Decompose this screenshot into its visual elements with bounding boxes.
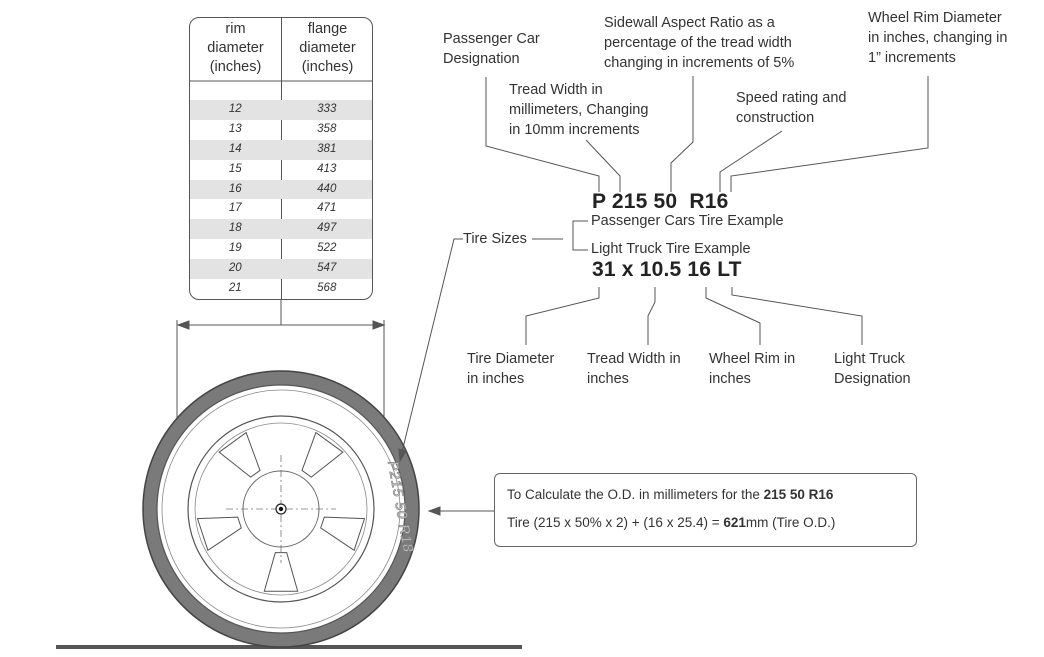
formula-line-1: To Calculate the O.D. in millimeters for…: [507, 487, 833, 502]
wheel-spokes: [196, 431, 366, 592]
table-row: 19 522: [190, 239, 372, 259]
rim-diameter-cell: 18: [228, 222, 242, 235]
formula-line-1-text: To Calculate the O.D. in millimeters for…: [507, 487, 764, 502]
passenger-leaders: [485, 76, 929, 192]
passenger-example-label: Passenger Cars Tire Example: [591, 213, 784, 229]
table-body: 12 333 13 358 14 381 15 413 16 440 17 471 18 497 19 522…: [190, 100, 372, 299]
table-row: 16 440: [190, 179, 372, 200]
label-wheel-rim-in: Wheel Rim in inches: [709, 351, 796, 387]
formula-result: 621: [723, 515, 746, 530]
table-row: 12 333: [190, 100, 372, 120]
formula-line-2: Tire (215 x 50% x 2) + (16 x 25.4) = 621…: [507, 515, 835, 530]
flange-diameter-cell: 381: [317, 142, 337, 155]
label-tread-width-mm: Tread Width in millimeters, Changing in …: [509, 82, 649, 138]
table-row: 15 413: [190, 160, 372, 180]
flange-diameter-cell: 522: [317, 242, 337, 255]
table-header: rim diameter (inches) flange diameter (i…: [190, 18, 372, 82]
rim-diameter-cell: 20: [228, 262, 242, 275]
truck-leaders: [525, 287, 863, 345]
tire-bead-line: [161, 389, 401, 629]
flange-diameter-cell: 333: [317, 103, 337, 115]
formula-pointer: [427, 506, 494, 516]
flange-diameter-cell: 471: [317, 202, 337, 215]
formula-line-2-suffix: mm (Tire O.D.): [745, 515, 836, 530]
wheel-spoke: [301, 431, 344, 478]
wheel-spoke: [218, 431, 261, 478]
rim-diameter-cell: 12: [228, 103, 242, 115]
truck-example-label: Light Truck Tire Example: [591, 241, 751, 257]
flange-diameter-cell: 547: [317, 262, 337, 275]
flange-diameter-cell: 413: [317, 162, 337, 175]
flange-diameter-cell: 568: [317, 282, 337, 295]
flange-diameter-cell: 440: [317, 182, 337, 195]
rim-diameter-cell: 16: [228, 182, 242, 195]
label-light-truck-designation: Light Truck Designation: [834, 351, 911, 387]
table-row: 13 358: [190, 120, 372, 140]
rim-diameter-cell: 19: [228, 242, 242, 255]
wheel-spoke: [196, 516, 242, 552]
table-row: 20 547: [190, 259, 372, 280]
rim-diameter-cell: 21: [228, 282, 242, 295]
table-row: 17 471: [190, 199, 372, 219]
label-tire-sizes: Tire Sizes: [463, 231, 527, 247]
flange-diameter-cell: 358: [317, 122, 337, 135]
tire-sizes-pointer: [398, 238, 463, 463]
rim-flange-table: rim diameter (inches) flange diameter (i…: [189, 17, 373, 300]
rim-diameter-cell: 15: [228, 162, 242, 175]
label-passenger-car-designation: Passenger Car Designation: [443, 31, 540, 67]
rim-diameter-cell: 17: [228, 202, 242, 215]
wheel-rim-inner: [194, 422, 368, 596]
label-wheel-rim-diameter: Wheel Rim Diameter in inches, changing i…: [868, 10, 1008, 66]
rim-diameter-cell: 14: [228, 142, 242, 155]
label-sidewall-aspect-ratio: Sidewall Aspect Ratio as a percentage of…: [604, 15, 795, 71]
header-rim-diameter: rim diameter (inches): [207, 21, 264, 75]
tire-sizes-bracket: [532, 220, 588, 251]
header-flange-diameter: flange diameter (inches): [299, 21, 356, 75]
rim-diameter-cell: 13: [228, 122, 242, 135]
label-tire-diameter: Tire Diameter in inches: [467, 351, 555, 387]
formula-line-2-text: Tire (215 x 50% x 2) + (16 x 25.4) =: [507, 515, 724, 530]
label-speed-rating: Speed rating and construction: [736, 90, 847, 126]
hub-center: [278, 506, 284, 512]
passenger-tire-code: P 215 50 R16: [592, 190, 729, 213]
table-row: 14 381: [190, 139, 372, 160]
table-row: 22594: [190, 298, 372, 299]
truck-tire-code: 31 x 10.5 16 LT: [592, 258, 742, 281]
od-formula-box: To Calculate the O.D. in millimeters for…: [494, 473, 917, 547]
formula-tire-size: 215 50 R16: [763, 487, 834, 502]
wheel-spoke: [320, 516, 366, 552]
label-tread-width-in: Tread Width in inches: [587, 351, 681, 387]
table-row: 18 497: [190, 219, 372, 240]
table-row: 21 568: [190, 279, 372, 299]
tire-illustration: P215 50 R18: [142, 370, 420, 648]
wheel-spoke: [263, 552, 299, 592]
flange-diameter-cell: 497: [317, 222, 337, 235]
